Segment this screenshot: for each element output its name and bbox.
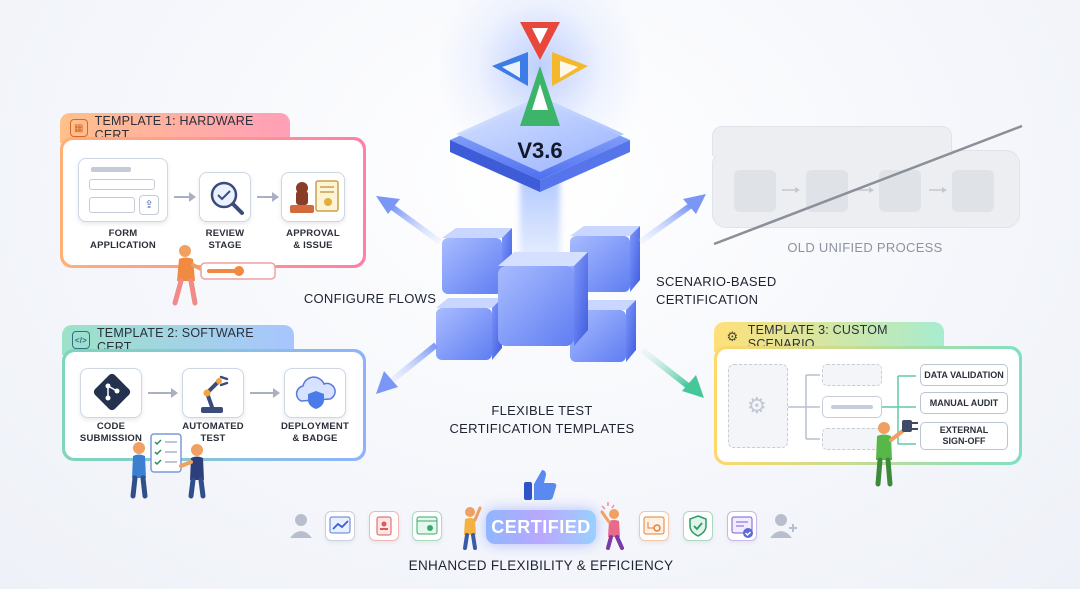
person-plug-illustration (875, 420, 918, 487)
celebrating-person-right (600, 502, 624, 550)
code-icon: </> (72, 331, 90, 349)
cube-cluster (436, 226, 640, 362)
old-step-4 (952, 170, 994, 212)
gear-icon: ⚙ (747, 393, 767, 418)
deployment-badge-label: DEPLOYMENT & BADGE (281, 421, 349, 444)
code-submission-label: CODE SUBMISSION (79, 421, 143, 444)
chip-icon: ▦ (70, 119, 88, 137)
certified-badge: CERTIFIED (486, 510, 596, 544)
logo-mark-icon (492, 22, 588, 126)
upload-icon[interactable]: ⇪ (139, 195, 159, 215)
cube (436, 298, 502, 360)
analytics-icon (325, 511, 355, 541)
cloud-shield-icon (295, 376, 336, 409)
deployment-badge-step[interactable] (284, 368, 346, 418)
old-step-1 (734, 170, 776, 212)
settings-window-icon (412, 511, 442, 541)
template-software-card[interactable]: </> TEMPLATE 2: SOFTWARE CERT. (62, 325, 366, 461)
version-label: V3.6 (517, 138, 563, 163)
workflow-window-icon (639, 511, 669, 541)
custom-flow-selected[interactable] (822, 396, 882, 418)
automated-test-label: AUTOMATED TEST (182, 421, 244, 444)
cube (498, 252, 588, 346)
people-checklist-illustration (130, 433, 206, 499)
logo-platform (450, 96, 630, 192)
scenario-based-label: SCENARIO-BASED CERTIFICATION (656, 274, 777, 307)
template-hardware-card[interactable]: ▦ TEMPLATE 1: HARDWARE CERT. ⇪ FORM AP (60, 113, 366, 268)
robot-arm-icon (201, 375, 229, 413)
gears-question-icon: ⚙ (726, 329, 739, 344)
flexible-templates-label: FLEXIBLE TEST CERTIFICATION TEMPLATES (449, 403, 635, 436)
celebrating-person-left (463, 506, 482, 550)
configure-flows-label: CONFIGURE FLOWS (303, 291, 437, 306)
template-custom-card[interactable]: ⚙ TEMPLATE 3: CUSTOM SCENARIO ⚙ DATA VAL… (714, 322, 1022, 465)
form-application-step[interactable]: ⇪ (78, 158, 168, 222)
automated-test-step[interactable] (182, 368, 244, 418)
footer-label: ENHANCED FLEXIBILITY & EFFICIENCY (408, 558, 674, 573)
add-user-icon (770, 514, 797, 538)
magnifier-icon (210, 181, 244, 215)
review-stage-step[interactable] (199, 172, 251, 222)
approval-issue-step[interactable] (281, 172, 345, 222)
clipboard-icon (369, 511, 399, 541)
code-submission-step[interactable] (80, 368, 142, 418)
external-signoff-option[interactable]: EXTERNAL SIGN-OFF (920, 422, 1008, 450)
custom-flow-source: ⚙ (728, 364, 788, 448)
manual-audit-option[interactable]: MANUAL AUDIT (920, 392, 1008, 414)
approval-issue-label: APPROVAL & ISSUE (286, 228, 340, 251)
shield-check-icon (683, 511, 713, 541)
form-application-label: FORM APPLICATION (90, 228, 156, 251)
old-process-strike (713, 124, 1023, 246)
thumbs-up-icon (524, 470, 557, 500)
review-stage-label: REVIEW STAGE (205, 228, 245, 251)
custom-flow-branches (788, 374, 916, 445)
git-icon (93, 373, 131, 411)
data-validation-option[interactable]: DATA VALIDATION (920, 364, 1008, 386)
person-slider-illustration (172, 245, 276, 306)
user-icon (290, 514, 312, 538)
old-process-label: OLD UNIFIED PROCESS (787, 240, 943, 255)
approved-document-icon (727, 511, 757, 541)
stamp-certificate-icon (290, 180, 339, 213)
